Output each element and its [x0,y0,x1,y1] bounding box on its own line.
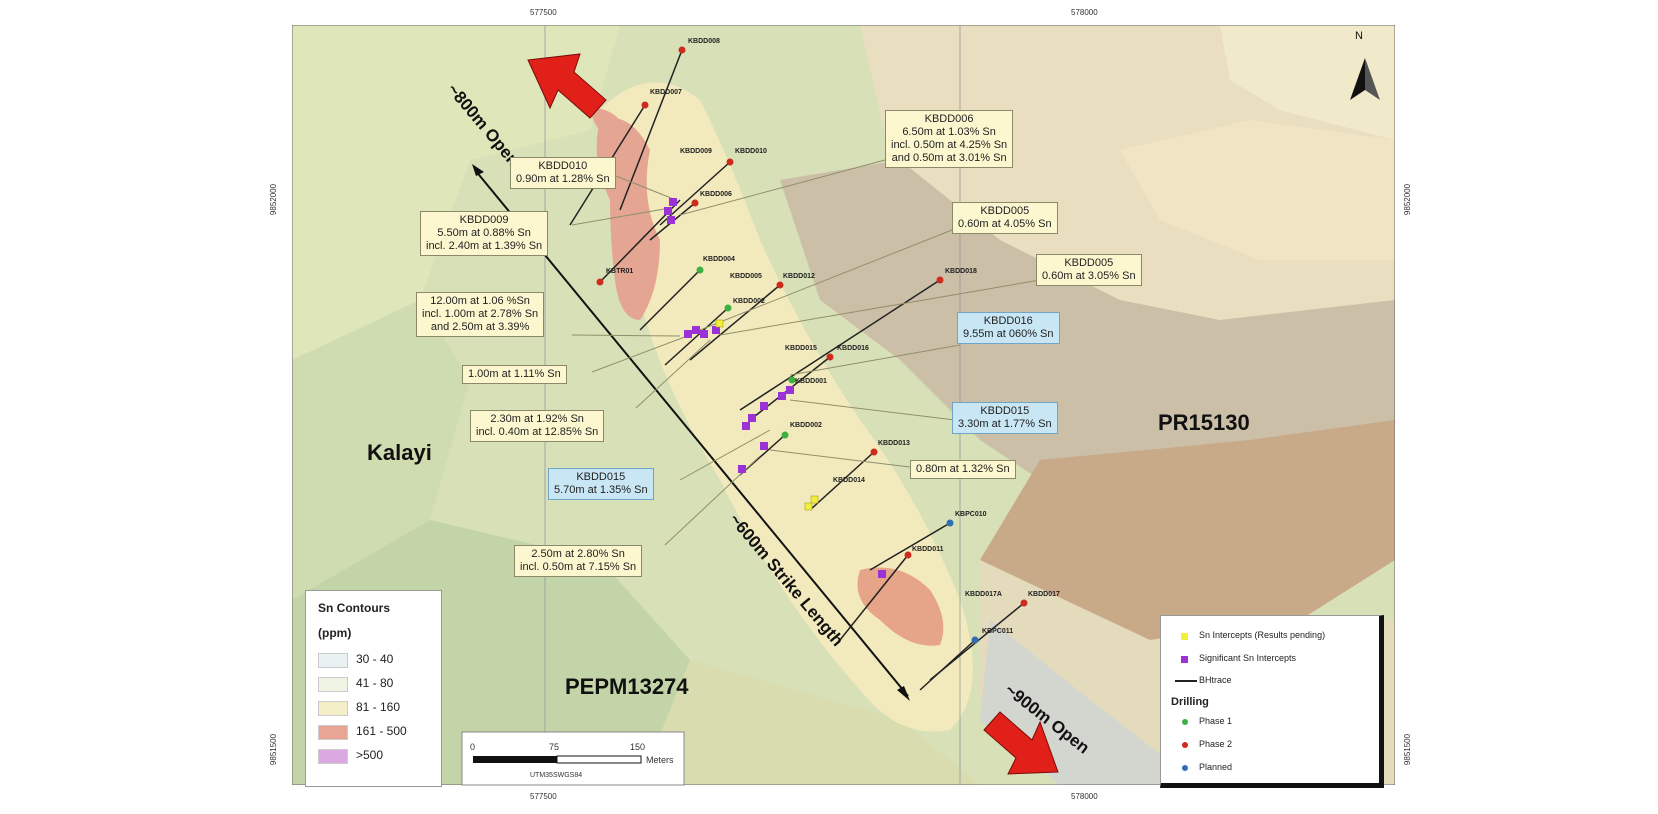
significant-swatch [1181,656,1188,663]
hole-label: KBDD015 [785,345,817,352]
contour-label: >500 [356,748,384,762]
hole-label: KBDD010 [735,148,767,155]
hole-label: KBDD016 [837,345,869,352]
legend-drilling-title: Drilling [1171,696,1209,708]
north-label: N [1355,30,1363,42]
hole-label: KBDD007 [650,89,682,96]
north-arrow-icon [1350,58,1380,100]
contour-legend-title: Sn Contours [318,601,390,615]
hole-label: KBDD006 [700,191,732,198]
open-se-arrow [983,711,1059,775]
significant-intercepts [664,198,886,578]
drill-collars [596,46,1028,644]
contour-label: 81 - 160 [356,700,401,714]
contour-swatch [318,701,348,716]
pending-swatch [1181,633,1188,640]
scale-projection: UTM35SWGS84 [530,772,583,779]
contour-label: 30 - 40 [356,652,394,666]
callout-1m: 1.00m at 1.11% Sn [462,365,567,384]
drill-traces [569,49,1025,691]
grid-label-top-2: 578000 [1071,8,1098,17]
grid-label-right-1: 9852000 [1403,183,1413,216]
legend-phase1-label: Phase 1 [1199,716,1233,726]
grid-label-left-1: 9852000 [269,183,279,216]
region-label-pepm: PEPM13274 [565,674,689,699]
hole-label: KBPC011 [982,628,1014,635]
hole-label: KBPC010 [955,511,987,518]
callout-leaders [571,159,1041,546]
hole-label: KBDD018 [945,268,977,275]
contour-legend: Sn Contours (ppm) 30 - 40 41 - 80 81 - 1… [305,590,442,787]
hole-label: KBDD012 [783,273,815,280]
strike-length-arrow [472,164,910,701]
callout-0-80m: 0.80m at 1.32% Sn [910,460,1016,479]
contour-swatch [318,725,348,740]
contour-swatch [318,677,348,692]
contour-legend-unit: (ppm) [318,626,352,640]
legend-bhtrace-label: BHtrace [1199,675,1232,685]
contour-swatch [318,749,348,764]
contour-background [292,25,1395,785]
hole-label: KBDD002 [733,298,765,305]
hole-label: KBDD017A [965,591,1002,598]
hole-label: KBDD004 [703,256,735,263]
hole-label: KBDD014 [833,477,865,484]
hole-label: KBDD011 [912,546,944,553]
phase2-swatch [1182,742,1188,748]
legend-pending-label: Sn Intercepts (Results pending) [1199,630,1326,640]
pending-intercepts [715,319,819,511]
region-label-pr: PR15130 [1158,410,1250,435]
contour-label: 41 - 80 [356,676,394,690]
contour-label: 161 - 500 [356,724,407,738]
hole-label: KBDD001 [795,378,827,385]
hole-label: KBTR01 [606,268,634,275]
legend-planned-label: Planned [1199,762,1233,772]
hole-label: KBDD009 [680,148,712,155]
region-label-kalayi: Kalayi [367,440,432,465]
planned-swatch [1182,765,1188,771]
scale-tick: 75 [549,742,560,752]
grid-label-bottom-2: 578000 [1071,792,1098,801]
legend-significant-label: Significant Sn Intercepts [1199,653,1297,663]
bhtrace-swatch [1175,680,1197,682]
legend-phase2-label: Phase 2 [1199,739,1233,749]
hole-label: KBDD002 [790,422,822,429]
symbol-legend: Sn Intercepts (Results pending) Signific… [1160,615,1384,788]
hole-label: KBDD008 [688,38,720,45]
grid-label-top-1: 577500 [530,8,557,17]
scale-unit: Meters [646,755,674,765]
scale-tick: 0 [470,742,476,752]
grid-label-left-2: 9851500 [269,733,279,766]
hole-label: KBDD005 [730,273,762,280]
grid-label-bottom-1: 577500 [530,792,557,801]
grid-label-right-2: 9851500 [1403,733,1413,766]
scale-tick: 150 [630,742,646,752]
scale-bar-graphic [461,731,685,786]
hole-label: KBDD017 [1028,591,1060,598]
contour-swatch [318,653,348,668]
phase1-swatch [1182,719,1188,725]
open-nw-arrow [527,53,607,119]
hole-label: KBDD013 [878,440,910,447]
